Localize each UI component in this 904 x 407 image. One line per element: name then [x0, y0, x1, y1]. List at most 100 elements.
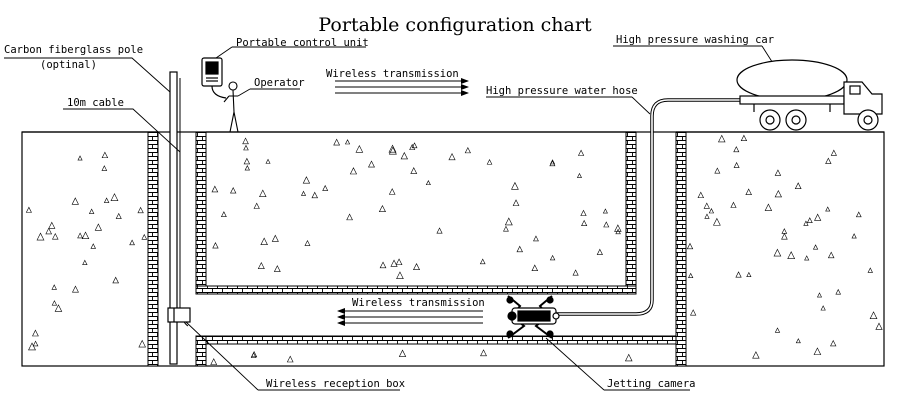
soil-speckle — [52, 232, 59, 240]
soil-speckle — [686, 242, 694, 250]
soil-speckle — [355, 144, 364, 153]
soil-speckle — [244, 165, 250, 171]
soil-speckle — [253, 202, 260, 209]
soil-speckle — [730, 201, 737, 208]
label-high-pressure-hose: High pressure water hose — [486, 85, 638, 97]
soil-speckle — [745, 188, 752, 195]
soil-speckle — [409, 143, 416, 150]
carbon-fiberglass-pole — [169, 71, 178, 365]
soil-speckle — [794, 182, 802, 189]
soil-speckle — [230, 187, 237, 194]
high-pressure-washing-car — [736, 59, 883, 131]
soil-speckle — [764, 203, 773, 211]
soil-speckle — [855, 211, 862, 218]
soil-speckle — [787, 251, 796, 259]
soil-speckle — [816, 292, 823, 298]
soil-speckle — [735, 271, 742, 278]
soil-speckle — [211, 185, 219, 193]
soil-speckle — [704, 213, 710, 219]
jetting-camera — [506, 295, 560, 339]
diagram-title: Portable configuration chart — [318, 14, 592, 36]
soil-speckle — [388, 144, 397, 153]
soil-speckle — [549, 160, 556, 167]
soil-speckle — [210, 358, 218, 365]
label-carbon-pole-note: (optinal) — [40, 59, 97, 71]
hose-leader — [486, 96, 651, 115]
right-shaft-wall — [675, 131, 687, 367]
soil-speckle — [825, 206, 831, 212]
soil-speckle — [781, 232, 788, 240]
soil-speckle — [101, 151, 109, 159]
soil-speckle — [703, 202, 710, 209]
soil-speckle — [479, 258, 486, 265]
soil-speckle — [271, 234, 279, 242]
soil-speckle — [690, 309, 697, 316]
soil-speckle — [830, 339, 837, 347]
soil-speckle — [581, 219, 588, 226]
soil-speckle — [94, 223, 102, 231]
soil-speckle — [32, 340, 39, 347]
soil-speckle — [141, 233, 148, 240]
soil-speckle — [615, 228, 621, 235]
wireless-arrows-top — [335, 78, 469, 96]
soil-speckle — [346, 213, 353, 221]
soil-speckle — [697, 191, 705, 199]
soil-speckle — [302, 176, 311, 184]
soil-speckle — [814, 213, 822, 221]
soil-speckle — [311, 191, 319, 199]
soil-speckle — [273, 265, 281, 272]
left-shaft-wall-outer — [147, 131, 159, 367]
soil-speckle — [708, 208, 715, 214]
soil-speckle — [624, 353, 633, 362]
soil-speckle — [51, 300, 58, 306]
soil-speckle — [101, 165, 108, 171]
soil-speckle — [531, 264, 539, 272]
soil-speckle — [411, 142, 418, 149]
ground-section — [21, 131, 885, 367]
soil-speckle — [752, 351, 760, 359]
wireless-reception-box — [167, 307, 191, 323]
portable-control-unit — [201, 57, 227, 99]
soil-speckle — [48, 221, 56, 229]
soil-speckle — [503, 225, 509, 232]
operator-leader — [237, 88, 300, 97]
soil-speckle — [774, 169, 782, 176]
soil-speckle — [32, 329, 39, 337]
soil-speckle — [486, 158, 493, 165]
soil-speckle — [398, 349, 407, 357]
soil-speckle — [212, 242, 219, 249]
left-shaft-wall-inner — [195, 131, 207, 295]
soil-speckle — [813, 347, 822, 355]
soil-speckle — [875, 322, 883, 330]
soil-speckle — [804, 255, 810, 261]
soil-speckle — [464, 146, 471, 154]
soil-speckle — [773, 248, 782, 257]
reception-box-leader — [185, 321, 400, 391]
soil-speckle — [396, 271, 404, 279]
soil-speckle — [580, 209, 587, 216]
pipe-bottom-left-wall — [195, 335, 207, 367]
soil-speckle — [259, 189, 267, 197]
pipe-top-wall — [195, 285, 637, 295]
soil-speckle — [504, 217, 513, 226]
soil-speckle — [835, 288, 842, 295]
soil-speckle — [480, 349, 487, 357]
soil-speckle — [830, 149, 837, 156]
soil-speckle — [825, 157, 832, 164]
soil-speckle — [110, 193, 119, 201]
soil-speckle — [378, 204, 386, 213]
soil-speckle — [72, 285, 79, 293]
soil-speckle — [349, 167, 358, 175]
soil-speckle — [257, 261, 265, 269]
wireless-arrows-bottom — [337, 308, 483, 326]
soil-speckle — [781, 228, 788, 234]
label-operator: Operator — [254, 77, 305, 89]
soil-speckle — [286, 355, 294, 363]
soil-speckle — [740, 134, 748, 141]
soil-speckle — [820, 305, 826, 311]
soil-speckle — [410, 167, 418, 174]
soil-speckle — [869, 311, 878, 320]
soil-speckle — [77, 232, 83, 239]
soil-speckle — [448, 152, 456, 161]
soil-speckle — [774, 327, 781, 333]
